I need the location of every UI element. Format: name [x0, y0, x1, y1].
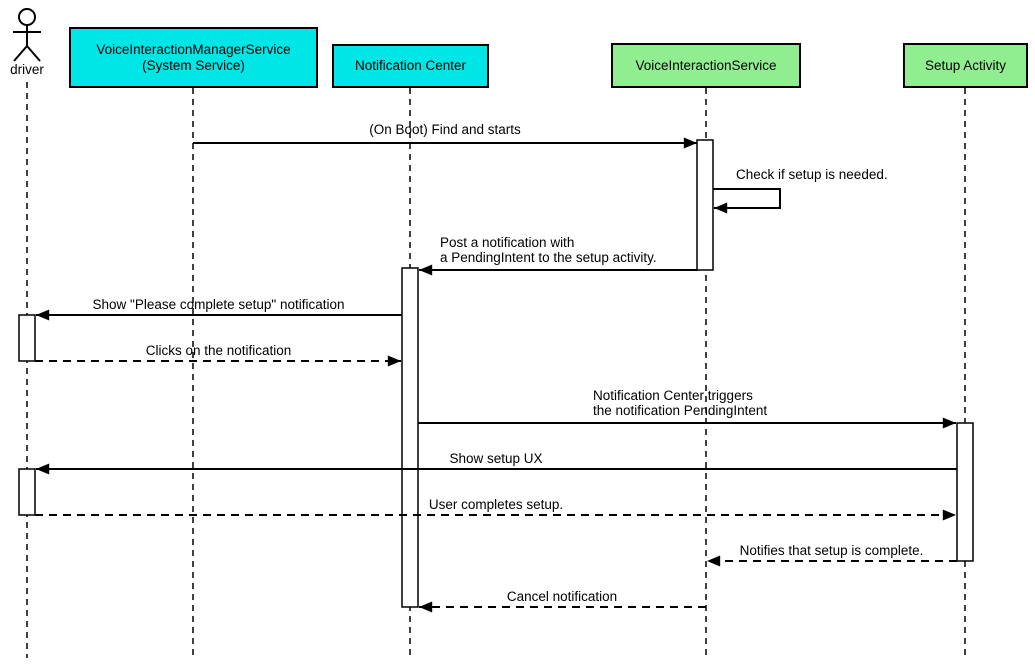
message-9-label: Notifies that setup is complete. — [739, 543, 924, 558]
participant-vis-label: VoiceInteractionService — [635, 57, 777, 73]
message-1-label: (On Boot) Find and starts — [369, 122, 521, 137]
message-8-label: User completes setup. — [428, 497, 564, 512]
participant-vims: VoiceInteractionManagerService (System S… — [69, 27, 318, 88]
activation-driver-2 — [18, 468, 36, 516]
message-2-label: Check if setup is needed. — [736, 167, 888, 182]
participant-notification-center-label: Notification Center — [354, 58, 467, 73]
activation-driver-1 — [18, 314, 36, 362]
message-3-line-1: Post a notification with — [440, 235, 575, 250]
message-arrows — [35, 137, 957, 613]
message-4-label: Show "Please complete setup" notificatio… — [92, 297, 345, 312]
message-3-label: Post a notification with a PendingIntent… — [440, 235, 657, 265]
message-3-line-2: a PendingIntent to the setup activity. — [440, 250, 657, 265]
activation-bars — [18, 139, 974, 608]
activation-vis — [696, 139, 714, 271]
actor-icon — [13, 8, 41, 62]
message-arrow-2-self — [713, 188, 781, 214]
participant-vis: VoiceInteractionService — [611, 43, 801, 88]
message-10-label: Cancel notification — [506, 589, 618, 604]
message-6-line-2: the notification PendingIntent — [593, 403, 768, 418]
participant-setup-activity-label: Setup Activity — [924, 57, 1007, 73]
message-6-label: Notification Center triggers the notific… — [593, 388, 767, 418]
participant-vims-label: VoiceInteractionManagerService — [96, 41, 291, 57]
participant-vims-subtitle: (System Service) — [142, 57, 245, 73]
message-6-line-1: Notification Center triggers — [593, 388, 753, 403]
activation-notification-center — [401, 267, 419, 608]
message-5-label: Clicks on the notification — [145, 343, 292, 358]
participant-notification-center: Notification Center — [332, 44, 489, 88]
participant-setup-activity: Setup Activity — [903, 43, 1028, 88]
actor-label: driver — [10, 62, 44, 77]
message-7-label: Show setup UX — [449, 451, 543, 466]
activation-setup-activity — [956, 422, 974, 562]
